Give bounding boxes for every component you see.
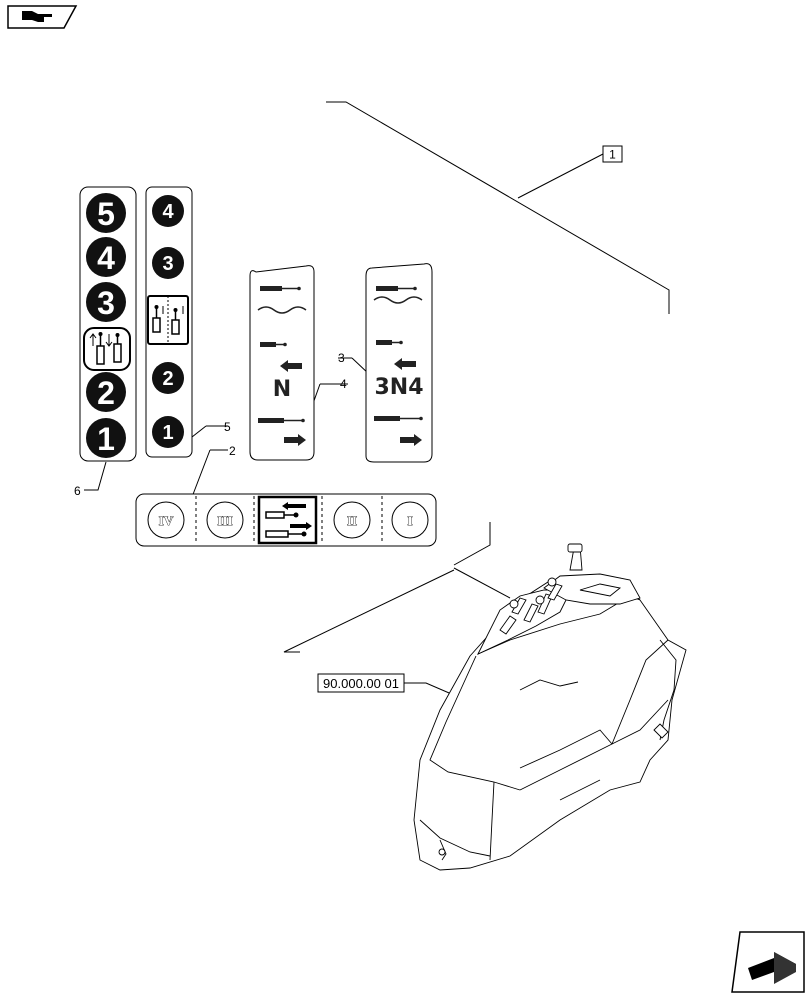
- callout-1: 1: [602, 145, 623, 163]
- float-wave-icon: [257, 306, 307, 314]
- svg-text:3N4: 3N4: [374, 375, 423, 400]
- console-housing: [413, 577, 687, 871]
- callout-3: 3: [338, 351, 345, 365]
- svg-text:I: I: [407, 513, 412, 528]
- svg-text:5: 5: [97, 196, 115, 232]
- svg-text:3: 3: [97, 285, 115, 321]
- callout-4: 4: [340, 377, 347, 391]
- svg-text:3: 3: [162, 253, 173, 275]
- gear-IV: IV: [147, 501, 185, 539]
- arrow-right-icon: [284, 434, 306, 446]
- svg-text:2: 2: [97, 375, 115, 411]
- cylinder-extended-icon: [374, 416, 423, 421]
- cylinder-icon: [83, 327, 131, 371]
- cylinder-extended-icon: [376, 286, 417, 291]
- callout-6: 6: [74, 484, 81, 498]
- arrow-left-icon: [280, 360, 302, 372]
- svg-text:N: N: [273, 377, 291, 402]
- next-page-arrow-icon[interactable]: [731, 931, 805, 993]
- svg-text:1: 1: [162, 422, 173, 444]
- decal-n: N: [249, 265, 315, 461]
- book-arrow-icon[interactable]: [7, 5, 78, 29]
- leader-lines: [84, 101, 670, 703]
- svg-text:IV: IV: [159, 513, 174, 528]
- svg-text:1: 1: [97, 421, 115, 457]
- cylinder-retracted-icon: [260, 342, 287, 347]
- svg-text:4: 4: [162, 201, 174, 223]
- gear-II: II: [333, 501, 371, 539]
- control-levers: [477, 543, 641, 655]
- reference-label[interactable]: 90.000.00 01: [317, 673, 405, 693]
- cylinder-retracted-icon: [376, 340, 403, 345]
- cylinder-extended-icon: [260, 286, 301, 291]
- svg-text:90.000.00 01: 90.000.00 01: [323, 676, 399, 691]
- cylinder-direction-icon: [257, 495, 318, 545]
- cylinder-icon: [147, 295, 189, 345]
- svg-text:1: 1: [609, 148, 616, 162]
- svg-text:2: 2: [162, 368, 173, 390]
- gear-I: I: [391, 501, 429, 539]
- decal-tall-left: 5 4 3 2 1: [79, 186, 137, 462]
- callout-2: 2: [229, 444, 236, 458]
- decal-3n4: 3N4: [365, 263, 433, 463]
- svg-text:II: II: [347, 513, 357, 528]
- arrow-right-icon: [400, 434, 422, 446]
- gear-III: III: [206, 501, 244, 539]
- callout-5: 5: [224, 420, 231, 434]
- float-wave-icon: [373, 296, 423, 304]
- cylinder-extended-icon: [258, 418, 305, 423]
- arrow-left-icon: [394, 358, 416, 370]
- decal-tall-right: 4 3 2 1: [145, 186, 193, 458]
- svg-text:III: III: [217, 513, 232, 528]
- decal-gear-selector: IV III II I: [135, 493, 437, 547]
- svg-text:4: 4: [97, 240, 115, 276]
